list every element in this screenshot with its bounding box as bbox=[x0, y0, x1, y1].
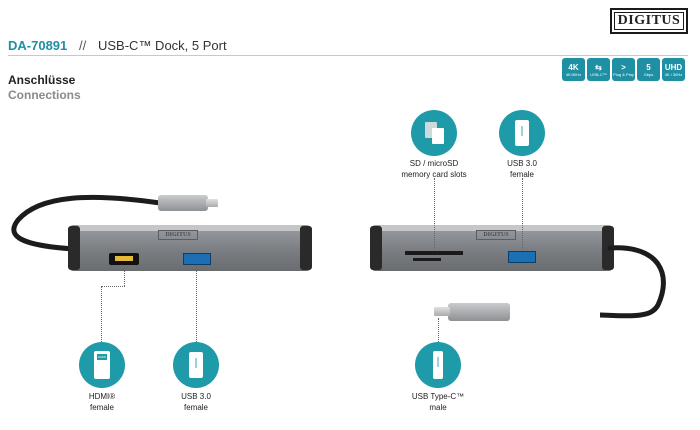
typec-plug-icon bbox=[433, 351, 443, 379]
section-title-en: Connections bbox=[8, 88, 81, 102]
sd-card-slot bbox=[405, 251, 463, 255]
badge-5gbps: 5 Gbps bbox=[637, 58, 660, 81]
leader-usb-right bbox=[522, 178, 523, 250]
section-title-de: Anschlüsse bbox=[8, 73, 76, 87]
right-typec-tip bbox=[434, 307, 450, 316]
leader-typec bbox=[438, 318, 439, 342]
hdmi-callout-circle: HDMI bbox=[79, 342, 125, 388]
badge-usbc-glyph: ⇆ bbox=[595, 62, 602, 72]
usb-right-callout-circle bbox=[499, 110, 545, 156]
right-typec-connector bbox=[448, 303, 510, 321]
badge-4k-text: 4K/30Hz bbox=[565, 71, 582, 77]
left-typec-tip bbox=[206, 199, 218, 207]
memory-card-icon bbox=[423, 122, 445, 144]
usb-left-callout-label: USB 3.0 female bbox=[141, 391, 251, 413]
product-title: USB-C™ Dock, 5 Port bbox=[98, 38, 227, 53]
usb-right-label-line1: USB 3.0 bbox=[507, 159, 537, 168]
right-dock-endcap-left bbox=[370, 226, 382, 270]
model-number: DA-70891 bbox=[8, 38, 68, 53]
left-dock-endcap-right bbox=[300, 226, 312, 270]
left-dock-top bbox=[78, 225, 302, 231]
badge-usbc-text: USB-C™ bbox=[590, 71, 607, 77]
hdmi-label-line1: HDMI® bbox=[88, 392, 116, 401]
right-cable bbox=[600, 245, 666, 319]
right-dock-top bbox=[380, 225, 604, 231]
sd-label-line1: SD / microSD bbox=[409, 159, 459, 168]
leader-sd bbox=[434, 178, 435, 250]
left-cable bbox=[11, 194, 163, 252]
left-typec-connector bbox=[158, 195, 208, 211]
leader-usb-left bbox=[196, 266, 197, 342]
usb-plug-icon bbox=[189, 352, 203, 378]
usb-right-callout-label: USB 3.0 female bbox=[467, 158, 577, 180]
header-separator: // bbox=[79, 38, 87, 53]
usb-right-label-line2: female bbox=[509, 170, 534, 179]
usb-port-left bbox=[183, 253, 211, 265]
usb-left-label-line1: USB 3.0 bbox=[181, 392, 211, 401]
badge-ultra-hd-text: 4K / 30Hz bbox=[664, 71, 683, 77]
usb-port-right bbox=[508, 251, 536, 263]
typec-callout-circle bbox=[415, 342, 461, 388]
hdmi-callout-label: HDMI® female bbox=[47, 391, 157, 413]
badge-plug-and-play: > Plug & Play bbox=[612, 58, 635, 81]
leader-hdmi-b bbox=[101, 286, 125, 287]
badge-4k: 4K 4K/30Hz bbox=[562, 58, 585, 81]
right-dock-logo: DIGITUS bbox=[476, 230, 516, 240]
right-dock-body bbox=[372, 225, 612, 271]
badge-ultra-hd-glyph: UHD bbox=[664, 62, 683, 72]
microsd-card-slot bbox=[413, 258, 441, 261]
typec-label-line2: male bbox=[429, 403, 447, 412]
brand-logo-text: DIGITUS bbox=[617, 13, 681, 28]
left-dock-endcap-left bbox=[68, 226, 80, 270]
usb-plug-icon bbox=[515, 120, 529, 146]
hdmi-port-contacts bbox=[115, 256, 133, 261]
badge-5gbps-glyph: 5 bbox=[646, 62, 651, 72]
hdmi-label-line2: female bbox=[89, 403, 114, 412]
badge-plug-and-play-text: Plug & Play bbox=[613, 71, 634, 77]
sd-label-line2: memory card slots bbox=[401, 170, 467, 179]
leader-hdmi-c bbox=[101, 286, 102, 342]
badge-usbc: ⇆ USB-C™ bbox=[587, 58, 610, 81]
badge-ultra-hd: UHD 4K / 30Hz bbox=[662, 58, 685, 81]
usb-left-label-line2: female bbox=[183, 403, 208, 412]
leader-hdmi-a bbox=[124, 268, 125, 286]
badge-5gbps-text: Gbps bbox=[643, 71, 654, 77]
usb-left-callout-circle bbox=[173, 342, 219, 388]
left-dock-logo: DIGITUS bbox=[158, 230, 198, 240]
hdmi-plug-icon: HDMI bbox=[94, 351, 110, 379]
sd-callout-label: SD / microSD memory card slots bbox=[379, 158, 489, 180]
typec-callout-label: USB Type-C™ male bbox=[383, 391, 493, 413]
sd-callout-circle bbox=[411, 110, 457, 156]
header-divider bbox=[8, 55, 688, 56]
brand-logo: DIGITUS bbox=[610, 8, 688, 34]
typec-label-line1: USB Type-C™ bbox=[411, 392, 465, 401]
badge-4k-glyph: 4K bbox=[568, 62, 579, 72]
badge-plug-and-play-glyph: > bbox=[621, 62, 626, 72]
